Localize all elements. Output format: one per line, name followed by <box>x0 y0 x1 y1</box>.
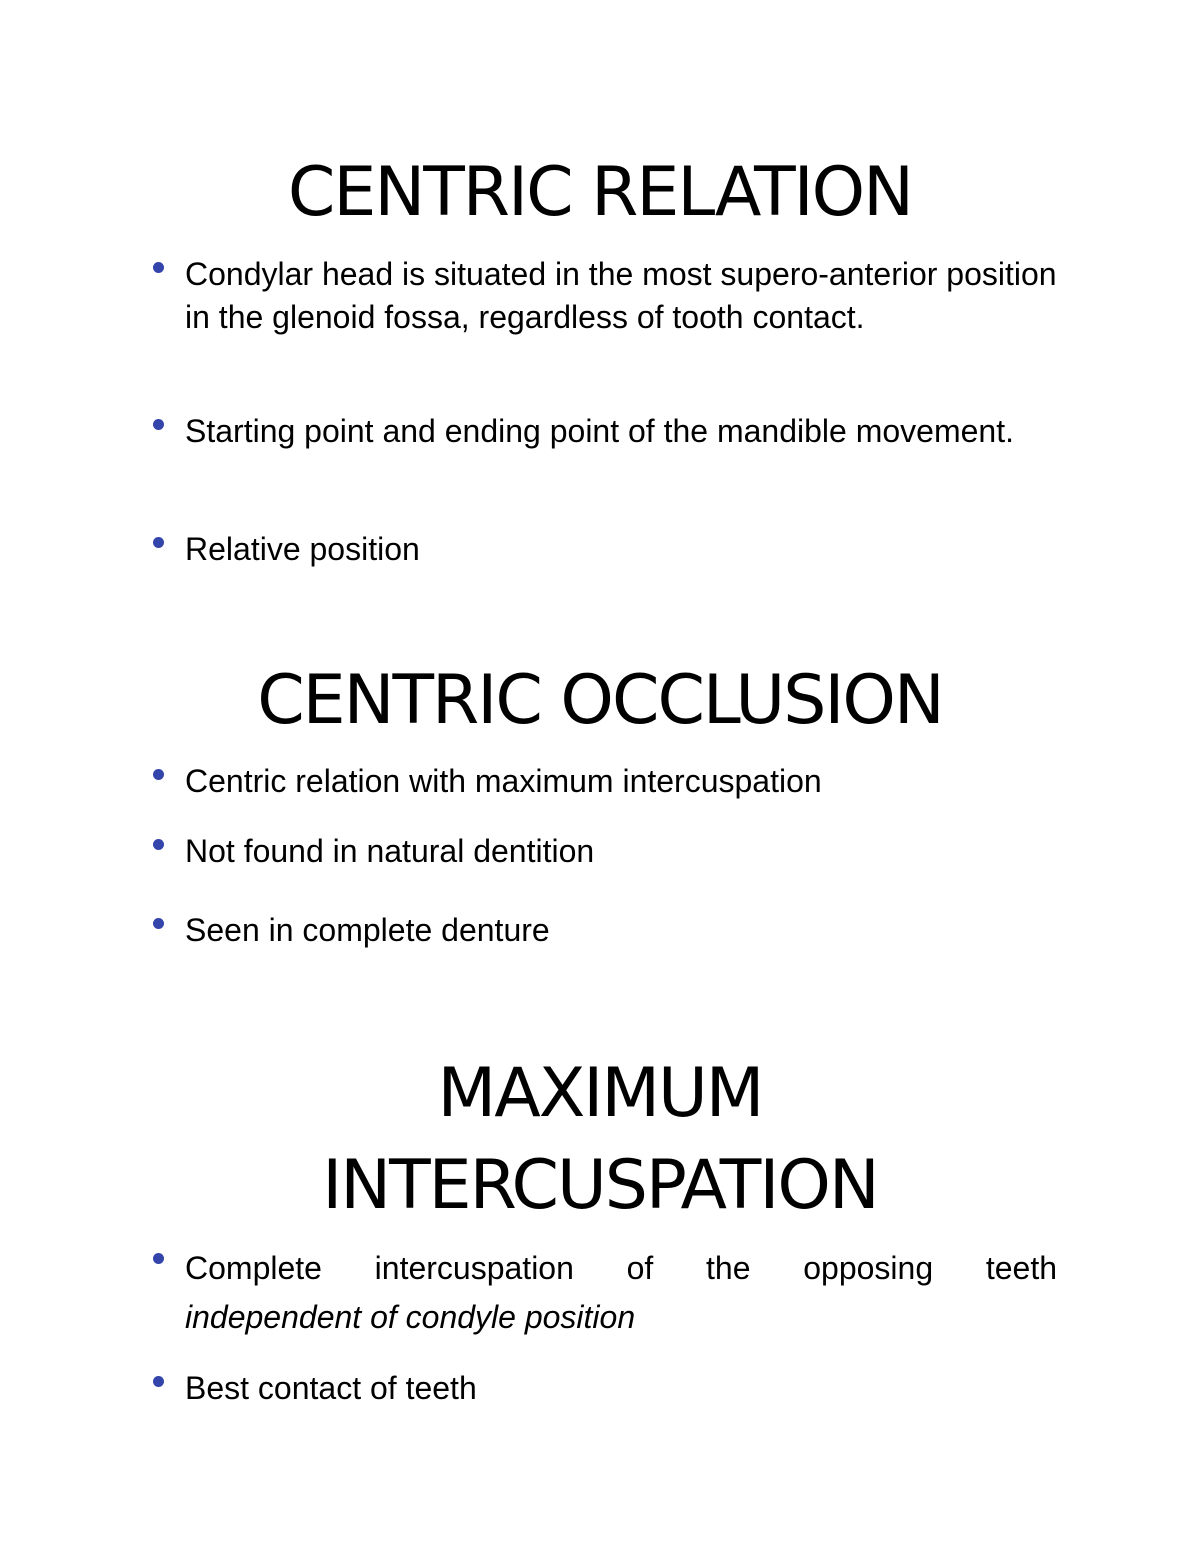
bullet-text: Relative position <box>185 531 420 567</box>
bullet-icon <box>153 1376 164 1387</box>
bullet-icon <box>153 769 164 780</box>
heading-centric-occlusion: CENTRIC OCCLUSION <box>257 661 945 740</box>
bullet-text: Best contact of teeth <box>185 1370 477 1406</box>
bullet-icon <box>153 262 164 273</box>
bullet-text: Complete intercuspation of the opposing … <box>185 1250 1057 1286</box>
heading-line: MAXIMUM <box>437 1054 765 1133</box>
bullet-icon <box>153 918 164 929</box>
bullet-icon <box>153 1253 164 1264</box>
bullet-text: Centric relation with maximum intercuspa… <box>185 763 822 799</box>
heading-maximum-intercuspation: MAXIMUM INTERCUSPATION <box>0 1048 1200 1232</box>
bullet-icon <box>153 537 164 548</box>
heading-line: INTERCUSPATION <box>322 1146 880 1225</box>
heading-centric-relation: CENTRIC RELATION <box>287 153 914 232</box>
bullet-icon <box>153 419 164 430</box>
bullet-icon <box>153 839 164 850</box>
bullet-text: Not found in natural dentition <box>185 833 595 869</box>
bullet-text: Condylar head is situated in the most su… <box>185 256 1057 335</box>
bullet-text-italic: independent of condyle position <box>185 1299 636 1335</box>
bullet-text: Seen in complete denture <box>185 912 550 948</box>
bullet-text: Starting point and ending point of the m… <box>185 413 1014 449</box>
